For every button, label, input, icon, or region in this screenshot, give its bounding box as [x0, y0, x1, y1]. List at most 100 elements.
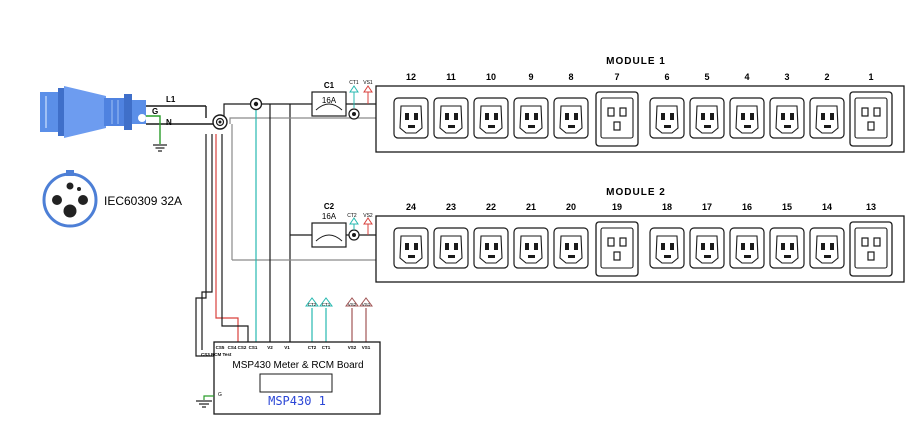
outlet-number: 5 — [704, 72, 709, 82]
wire-g — [146, 115, 161, 144]
m2-vs-tag: VS2 — [363, 213, 373, 219]
board-pin-label: V2 — [267, 345, 273, 350]
sensor-top-tags: CT2 CT1 VS2 VS1 — [305, 297, 373, 307]
outlet-c13: 18 — [649, 202, 685, 269]
outlet-c13: 23 — [433, 202, 469, 269]
wire-rcm-test — [195, 134, 214, 357]
outlet-number: 16 — [742, 202, 752, 212]
module-1-title: MODULE 1 — [606, 56, 666, 67]
outlet-number: 20 — [566, 202, 576, 212]
outlet-number: 10 — [486, 72, 496, 82]
outlet-c19: 1 — [849, 72, 893, 147]
tag-ct1: CT1 — [319, 297, 333, 307]
outlet-c13: 14 — [809, 202, 845, 269]
trunk-wiring — [195, 103, 376, 357]
outlet-c13: 10 — [473, 72, 509, 139]
outlet-c13: 4 — [729, 72, 765, 139]
outlet-number: 23 — [446, 202, 456, 212]
svg-text:VS1: VS1 — [362, 302, 371, 307]
mains-wires — [146, 105, 214, 152]
board-pin-label: VS2 — [348, 345, 357, 350]
module-2-title: MODULE 2 — [606, 187, 666, 198]
board-side-label: CS3 RCM Test — [201, 352, 232, 357]
outlet-number: 13 — [866, 202, 876, 212]
outlet-number: 18 — [662, 202, 672, 212]
module-2: MODULE 2 24 23 22 21 20 19 18 17 16 15 14 13 — [375, 187, 905, 283]
board-pin-label: CS1 — [249, 345, 258, 350]
outlet-c13: 15 — [769, 202, 805, 269]
ground-icon — [153, 144, 167, 152]
rcm-current-transformer-icon — [212, 114, 228, 130]
module2-sensor-tags: CT2 VS2 — [347, 213, 373, 235]
m1-ct-tag: CT1 — [349, 80, 359, 86]
board-pin-label: CT1 — [322, 345, 331, 350]
outlet-c13: 11 — [433, 72, 469, 139]
iec60309-socket-face-icon — [42, 170, 98, 228]
outlet-number: 8 — [568, 72, 573, 82]
outlet-number: 21 — [526, 202, 536, 212]
outlet-number: 19 — [612, 202, 622, 212]
outlet-c13: 9 — [513, 72, 549, 139]
outlet-number: 22 — [486, 202, 496, 212]
outlet-c13: 2 — [809, 72, 845, 139]
outlet-c13: 6 — [649, 72, 685, 139]
board-pin-label: CS4 — [228, 345, 237, 350]
wire-cs5 — [201, 134, 213, 350]
board-display-text: MSP430 1 — [268, 394, 326, 408]
outlet-number: 9 — [528, 72, 533, 82]
svg-text:CT2: CT2 — [308, 302, 317, 307]
outlet-number: 7 — [614, 72, 619, 82]
tag-vs2: VS2 — [345, 297, 359, 307]
wire-n-module1 — [229, 117, 376, 124]
outlet-number: 17 — [702, 202, 712, 212]
svg-text:VS2: VS2 — [348, 302, 357, 307]
outlet-number: 4 — [744, 72, 749, 82]
outlet-c13: 22 — [473, 202, 509, 269]
board-pin-label: CT2 — [308, 345, 317, 350]
outlet-c19: 7 — [595, 72, 639, 147]
m1-vs-tag: VS1 — [363, 80, 373, 86]
board-pin-label: VS1 — [362, 345, 371, 350]
breaker-c1-name: C1 — [324, 81, 335, 90]
board-pin-label: CS5 — [216, 345, 225, 350]
wire-g-label: G — [152, 107, 158, 116]
module1-sensor-tags: CT1 VS1 — [349, 80, 373, 108]
outlet-number: 2 — [824, 72, 829, 82]
board-display — [259, 373, 333, 393]
outlet-number: 1 — [868, 72, 873, 82]
outlet-number: 12 — [406, 72, 416, 82]
plug-type-label: IEC60309 32A — [104, 194, 182, 208]
module2-ct-icon — [348, 229, 360, 241]
outlet-c13: 24 — [393, 202, 429, 269]
outlet-c13: 16 — [729, 202, 765, 269]
tag-vs1: VS1 — [359, 297, 373, 307]
outlet-number: 14 — [822, 202, 832, 212]
module-1: MODULE 1 12 11 10 9 8 7 6 5 4 3 2 1 — [375, 56, 905, 153]
wire-cs4 — [215, 134, 239, 342]
board-earth-icon — [196, 400, 212, 408]
board-ground-icon — [203, 395, 214, 400]
breaker-c2-rating: 16A — [322, 212, 337, 221]
outlet-c13: 8 — [553, 72, 589, 139]
outlet-c13: 21 — [513, 202, 549, 269]
outlet-number: 15 — [782, 202, 792, 212]
outlet-number: 6 — [664, 72, 669, 82]
tag-ct2: CT2 — [305, 297, 319, 307]
module1-ct-icon — [348, 108, 360, 120]
outlet-number: 3 — [784, 72, 789, 82]
feed-current-transformer-icon — [249, 97, 263, 111]
iec60309-plug-icon — [40, 86, 146, 138]
outlet-c13: 5 — [689, 72, 725, 139]
outlet-c19: 19 — [595, 202, 639, 277]
outlet-c13: 3 — [769, 72, 805, 139]
wire-l1-label: L1 — [166, 95, 176, 104]
module-1-outlets: 12 11 10 9 8 7 6 5 4 3 2 1 — [393, 72, 893, 147]
wire-cs2 — [221, 134, 249, 342]
breaker-c1: C1 16A — [311, 81, 347, 117]
board-title: MSP430 Meter & RCM Board — [232, 360, 363, 371]
outlet-c13: 17 — [689, 202, 725, 269]
outlet-number: 24 — [406, 202, 416, 212]
